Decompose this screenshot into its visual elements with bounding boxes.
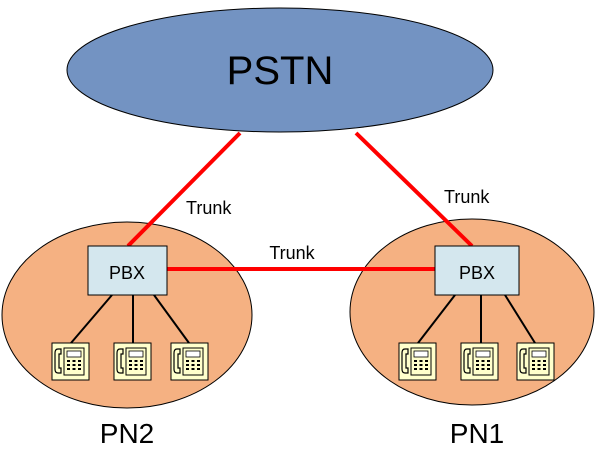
trunk-line-pstn-pn2: [126, 131, 242, 248]
pn2-phone-links: [70, 294, 190, 344]
trunk-label-pn2-pn1: Trunk: [269, 243, 315, 263]
trunk-label-pstn-pn2: Trunk: [186, 198, 232, 218]
pstn-ellipse: [66, 7, 494, 133]
telephone-icon: [51, 342, 90, 381]
trunk-label-pstn-pn1: Trunk: [444, 187, 490, 207]
telephone-icon: [460, 342, 499, 381]
telephone-icon: [516, 342, 555, 381]
pbx-box-pn1: [434, 245, 520, 296]
trunk-line-pstn-pn1: [354, 131, 474, 248]
pstn-label: PSTN: [227, 49, 334, 93]
pn1-label: PN1: [450, 418, 504, 449]
telephone-icon: [398, 342, 437, 381]
pn2-label: PN2: [100, 418, 154, 449]
pbx-label-pn1: PBX: [459, 263, 495, 283]
pn1-phone-links: [417, 294, 536, 344]
pbx-box-pn2: [87, 245, 168, 296]
pbx-label-pn2: PBX: [109, 263, 145, 283]
telephone-icon: [113, 342, 152, 381]
telephone-icon: [170, 342, 209, 381]
